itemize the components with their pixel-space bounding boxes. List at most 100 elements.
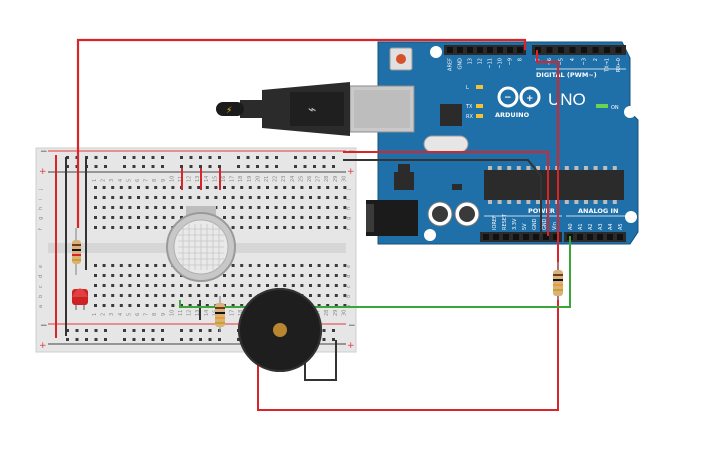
- breadboard-hole[interactable]: [303, 156, 307, 159]
- breadboard-hole[interactable]: [274, 196, 278, 199]
- breadboard-hole[interactable]: [137, 264, 140, 267]
- breadboard-hole[interactable]: [75, 338, 79, 341]
- breadboard-hole[interactable]: [317, 186, 321, 189]
- breadboard-hole[interactable]: [291, 264, 295, 267]
- breadboard-hole[interactable]: [248, 226, 252, 229]
- breadboard-hole[interactable]: [188, 304, 192, 307]
- wire-red-pin10[interactable]: [76, 38, 527, 228]
- breadboard-hole[interactable]: [199, 338, 202, 341]
- breadboard-hole[interactable]: [197, 196, 201, 199]
- breadboard-hole[interactable]: [180, 294, 183, 297]
- breadboard-hole[interactable]: [257, 226, 261, 229]
- breadboard-hole[interactable]: [199, 329, 202, 332]
- header-pin-hole[interactable]: [457, 47, 463, 53]
- breadboard-hole[interactable]: [300, 216, 304, 219]
- breadboard-hole[interactable]: [266, 206, 269, 209]
- breadboard-hole[interactable]: [237, 156, 240, 159]
- breadboard-hole[interactable]: [142, 329, 145, 332]
- breadboard-hole[interactable]: [154, 284, 158, 287]
- breadboard-hole[interactable]: [111, 304, 115, 307]
- breadboard-hole[interactable]: [94, 156, 98, 159]
- breadboard-hole[interactable]: [128, 274, 132, 277]
- power-jack[interactable]: [366, 200, 418, 236]
- breadboard-hole[interactable]: [256, 165, 259, 168]
- breadboard-hole[interactable]: [142, 156, 145, 159]
- breadboard-hole[interactable]: [111, 284, 115, 287]
- breadboard-hole[interactable]: [145, 226, 149, 229]
- breadboard-hole[interactable]: [266, 226, 269, 229]
- breadboard-hole[interactable]: [171, 206, 175, 209]
- wire-red-buzzer[interactable]: [257, 50, 559, 411]
- breadboard-hole[interactable]: [94, 329, 98, 332]
- breadboard-hole[interactable]: [231, 196, 235, 199]
- breadboard-hole[interactable]: [283, 226, 287, 229]
- breadboard-hole[interactable]: [237, 165, 240, 168]
- breadboard-hole[interactable]: [231, 284, 235, 287]
- breadboard-hole[interactable]: [223, 186, 226, 189]
- breadboard-hole[interactable]: [162, 206, 166, 209]
- breadboard-hole[interactable]: [274, 206, 278, 209]
- breadboard-hole[interactable]: [199, 165, 202, 168]
- breadboard-hole[interactable]: [171, 304, 175, 307]
- breadboard-hole[interactable]: [317, 196, 321, 199]
- breadboard-hole[interactable]: [240, 216, 244, 219]
- breadboard-hole[interactable]: [283, 186, 287, 189]
- breadboard-hole[interactable]: [240, 264, 244, 267]
- breadboard-hole[interactable]: [309, 206, 312, 209]
- breadboard-hole[interactable]: [145, 284, 149, 287]
- breadboard-hole[interactable]: [102, 284, 106, 287]
- breadboard-hole[interactable]: [274, 264, 278, 267]
- breadboard-hole[interactable]: [322, 156, 326, 159]
- breadboard-hole[interactable]: [102, 186, 106, 189]
- breadboard-hole[interactable]: [326, 186, 330, 189]
- breadboard-hole[interactable]: [94, 196, 97, 199]
- breadboard-hole[interactable]: [205, 186, 209, 189]
- breadboard-hole[interactable]: [248, 186, 252, 189]
- breadboard-hole[interactable]: [111, 226, 115, 229]
- breadboard-hole[interactable]: [197, 284, 201, 287]
- header-pin-hole[interactable]: [607, 234, 613, 240]
- header-pin-hole[interactable]: [497, 47, 503, 53]
- breadboard-hole[interactable]: [102, 304, 106, 307]
- breadboard-hole[interactable]: [102, 226, 106, 229]
- breadboard-hole[interactable]: [326, 304, 330, 307]
- breadboard-hole[interactable]: [240, 206, 244, 209]
- breadboard-hole[interactable]: [188, 196, 192, 199]
- breadboard-hole[interactable]: [343, 294, 347, 297]
- breadboard-hole[interactable]: [75, 329, 79, 332]
- breadboard-hole[interactable]: [283, 216, 287, 219]
- breadboard-hole[interactable]: [94, 186, 97, 189]
- breadboard-hole[interactable]: [137, 216, 140, 219]
- breadboard-hole[interactable]: [132, 156, 136, 159]
- breadboard-hole[interactable]: [223, 284, 226, 287]
- breadboard-hole[interactable]: [257, 274, 261, 277]
- breadboard-hole[interactable]: [111, 274, 115, 277]
- breadboard-hole[interactable]: [283, 206, 287, 209]
- breadboard-hole[interactable]: [142, 165, 145, 168]
- breadboard-hole[interactable]: [119, 304, 123, 307]
- wire-black-buzzer[interactable]: [304, 340, 337, 381]
- breadboard-hole[interactable]: [145, 264, 149, 267]
- wire-red-5v[interactable]: [343, 151, 549, 236]
- breadboard-hole[interactable]: [128, 216, 132, 219]
- breadboard-hole[interactable]: [309, 196, 312, 199]
- breadboard-hole[interactable]: [104, 165, 107, 168]
- breadboard-hole[interactable]: [240, 226, 244, 229]
- breadboard-hole[interactable]: [334, 284, 338, 287]
- breadboard-hole[interactable]: [218, 156, 221, 159]
- breadboard-hole[interactable]: [300, 196, 304, 199]
- breadboard-hole[interactable]: [326, 264, 330, 267]
- breadboard-hole[interactable]: [180, 338, 183, 341]
- breadboard-hole[interactable]: [231, 304, 235, 307]
- breadboard-hole[interactable]: [343, 304, 347, 307]
- breadboard-hole[interactable]: [137, 274, 140, 277]
- breadboard-hole[interactable]: [132, 338, 136, 341]
- breadboard-hole[interactable]: [137, 196, 140, 199]
- breadboard-hole[interactable]: [257, 186, 261, 189]
- header-pin-hole[interactable]: [558, 47, 564, 53]
- breadboard-hole[interactable]: [326, 284, 330, 287]
- breadboard-hole[interactable]: [291, 216, 295, 219]
- breadboard-hole[interactable]: [197, 304, 201, 307]
- resistor-led[interactable]: [72, 228, 81, 275]
- breadboard-hole[interactable]: [94, 284, 97, 287]
